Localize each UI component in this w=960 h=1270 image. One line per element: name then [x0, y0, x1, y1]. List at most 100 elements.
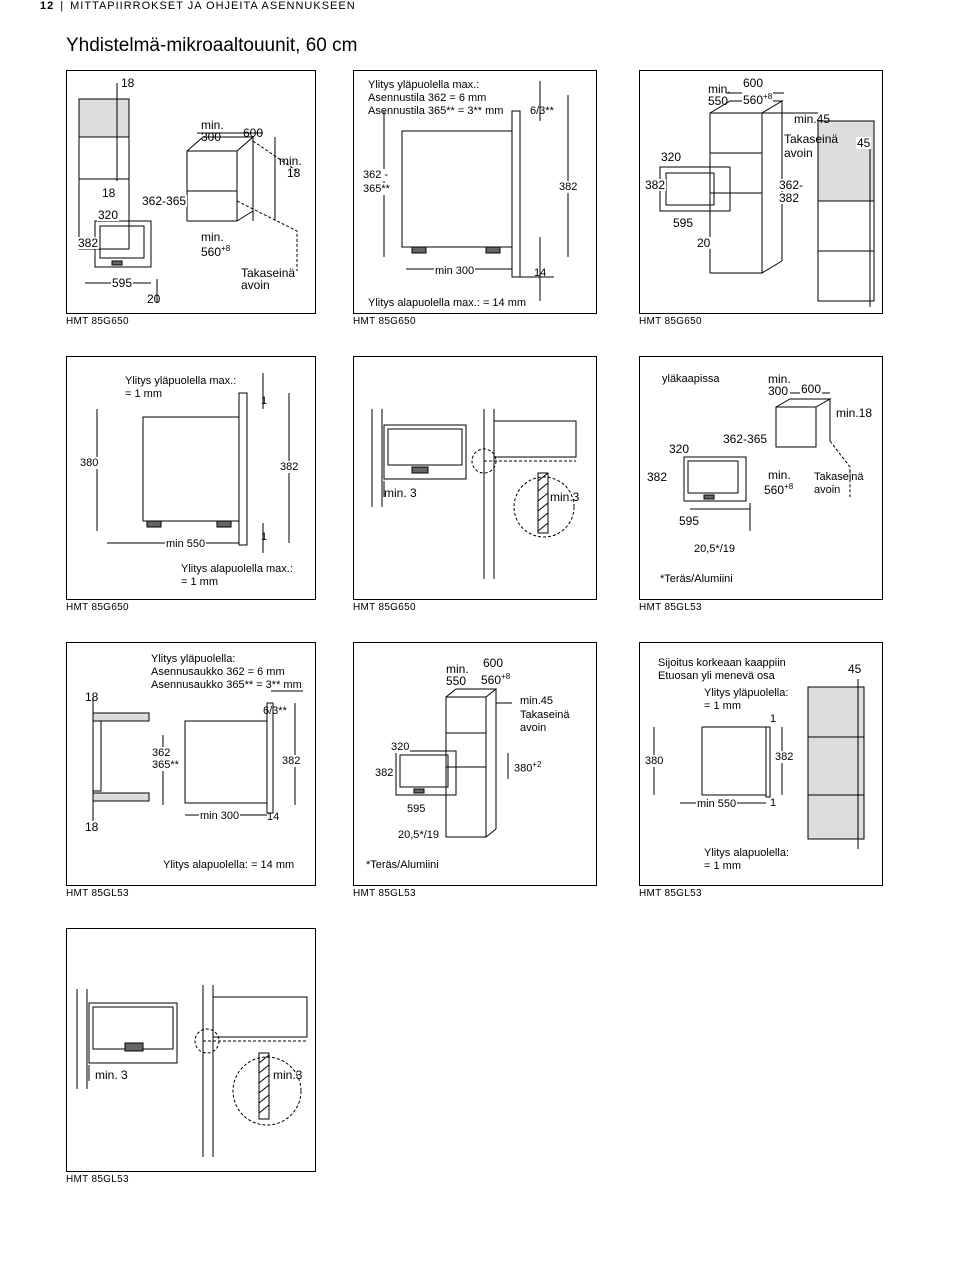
note-text: Ylitys alapuolella max.: = 14 mm	[368, 297, 527, 309]
dim-label: 1	[770, 797, 777, 809]
dim-label: 550	[446, 674, 467, 688]
dim-label: 362-365	[141, 194, 188, 208]
installation-drawing-8	[354, 643, 596, 885]
dim-label: 18	[121, 76, 135, 90]
installation-drawing-3	[640, 71, 882, 313]
installation-drawing-5	[354, 357, 596, 599]
dim-label: 600	[742, 76, 765, 90]
dim-label: 382	[374, 767, 395, 779]
dim-label: min.	[768, 468, 791, 482]
note-text: Ylitys alapuolella: = 14 mm	[163, 859, 295, 871]
panel-caption: HMT 85G650	[639, 316, 702, 327]
footnote: *Teräs/Alumiini	[660, 573, 733, 585]
dim-label: 362-365	[722, 432, 769, 446]
dim-label: 20	[696, 236, 712, 250]
dim-label: 560+8	[201, 244, 231, 259]
installation-drawing-7	[67, 643, 315, 885]
dim-label: 18	[85, 690, 99, 704]
panel-caption: HMT 85G650	[353, 316, 416, 327]
dim-label: 380	[644, 755, 665, 767]
dim-label: 600	[482, 656, 505, 670]
dim-label: 320	[668, 442, 691, 456]
dim-label: avoin	[814, 484, 841, 496]
dim-label: avoin	[241, 278, 270, 292]
diagram-panel-8: min. 550 600 560+8 min.45 Takaseinä avoi…	[353, 642, 597, 886]
note-text: Ylitys yläpuolella max.:	[368, 79, 480, 91]
footnote: *Teräs/Alumiini	[366, 859, 439, 871]
dim-label: 560+8	[742, 91, 774, 107]
dim-label: 1	[261, 395, 268, 407]
note-text: Ylitys yläpuolella max.:	[125, 375, 237, 387]
panel-caption: HMT 85G650	[66, 602, 129, 613]
diagram-panel-2: Ylitys yläpuolella max.: Asennustila 362…	[353, 70, 597, 314]
panel-caption: HMT 85GL53	[639, 888, 702, 899]
note-text: Ylitys yläpuolella:	[151, 653, 236, 665]
note-text: Ylitys alapuolella max.:	[181, 563, 293, 575]
dim-label: 382	[77, 236, 100, 250]
dim-label: min.	[708, 82, 731, 96]
dim-label: 365**	[362, 183, 391, 195]
dim-label: min 550	[696, 798, 738, 810]
note-text: Sijoitus korkeaan kaappiin	[658, 657, 786, 669]
dim-label: 300	[201, 130, 222, 144]
diagram-panel-4: Ylitys yläpuolella max.: = 1 mm 1 380 38…	[66, 356, 316, 600]
dim-label: min.45	[794, 112, 831, 126]
dim-label: 382	[774, 751, 795, 763]
dim-label: 382	[281, 755, 302, 767]
dim-label: 595	[678, 514, 701, 528]
dim-label: 6/3**	[530, 105, 554, 117]
dim-label: Takaseinä	[520, 709, 570, 721]
dim-label: Takaseinä	[241, 266, 296, 280]
dim-label: 45	[848, 662, 862, 676]
dim-label: 382	[646, 470, 669, 484]
dim-label: min.	[201, 118, 224, 132]
note-text: = 1 mm	[125, 388, 162, 400]
diagram-panel-7: Ylitys yläpuolella: Asennusaukko 362 = 6…	[66, 642, 316, 886]
dim-label: min.18	[836, 406, 873, 420]
dim-label: 380+2	[514, 760, 542, 775]
dim-label: 560+8	[480, 671, 512, 687]
diagram-panel-1: 18 min. 300 600 min. 18 18 362-365 320 3…	[66, 70, 316, 314]
diagram-panel-6: yläkaapissa min. 300 600 min.18 362-365 …	[639, 356, 883, 600]
dim-label: 1	[261, 531, 268, 543]
dim-label: 45	[856, 136, 872, 150]
diagram-panel-5: min. 3 min.3	[353, 356, 597, 600]
note-text: Etuosan yli menevä osa	[658, 670, 775, 682]
dim-label: avoin	[520, 722, 547, 734]
dim-label: 320	[660, 150, 683, 164]
dim-label: 382	[558, 181, 579, 193]
dim-label: 18	[287, 166, 301, 180]
dim-label: avoin	[784, 146, 813, 160]
dim-label: 1	[770, 713, 777, 725]
dim-label: min. 3	[384, 486, 417, 500]
dim-label: 362	[151, 747, 172, 759]
note-text: Asennusaukko 365** = 3** mm	[151, 679, 302, 691]
installation-drawing-9	[640, 643, 882, 885]
panel-caption: HMT 85G650	[353, 602, 416, 613]
panel-caption: HMT 85GL53	[66, 1174, 129, 1185]
dim-label: 18	[85, 820, 99, 834]
note-text: Ylitys yläpuolella:	[704, 687, 789, 699]
dim-label: 382	[644, 178, 667, 192]
dim-label: 320	[390, 741, 411, 753]
dim-label: 362 -	[362, 169, 390, 181]
dim-label: min.	[768, 372, 791, 386]
dim-label: 20,5*/19	[398, 829, 439, 841]
dim-label: min 300	[434, 265, 476, 277]
dim-label: 600	[800, 382, 823, 396]
dim-label: min.3	[273, 1068, 303, 1082]
dim-label: 550	[708, 94, 729, 108]
dim-label: Takaseinä	[784, 132, 839, 146]
dim-label: min 550	[165, 538, 207, 550]
dim-label: 560+8	[764, 482, 794, 497]
dim-label: 14	[534, 267, 547, 279]
dim-label: 600	[243, 126, 264, 140]
page-header: 12|MITTAPIIRROKSET JA OHJEITA ASENNUKSEE…	[40, 0, 356, 12]
note-text: Asennusaukko 362 = 6 mm	[151, 666, 285, 678]
note-text: yläkaapissa	[662, 373, 720, 385]
dim-label: Takaseinä	[814, 471, 864, 483]
installation-drawing-10	[67, 929, 315, 1171]
panel-caption: HMT 85GL53	[353, 888, 416, 899]
dim-label: 595	[111, 276, 134, 290]
note-text: Asennustila 362 = 6 mm	[368, 92, 487, 104]
